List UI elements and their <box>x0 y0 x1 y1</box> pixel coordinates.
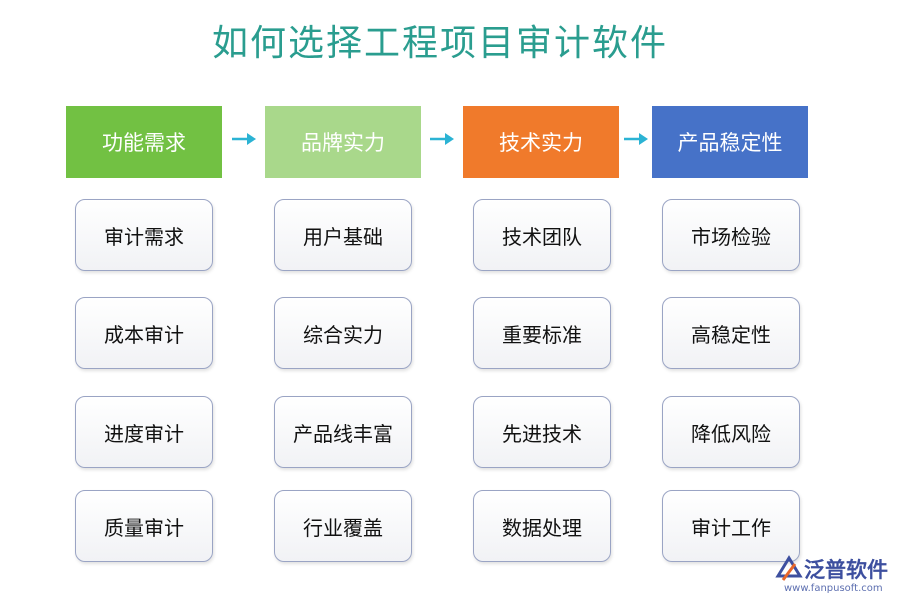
logo-url: www.fanpusoft.com <box>784 583 883 594</box>
header-product-stability: 产品稳定性 <box>652 106 808 178</box>
arrow-right-icon <box>624 133 648 145</box>
item-audit-work: 审计工作 <box>662 490 800 562</box>
item-rich-product-line: 产品线丰富 <box>274 396 412 468</box>
item-key-standards: 重要标准 <box>473 297 611 369</box>
item-tech-team: 技术团队 <box>473 199 611 271</box>
header-tech-strength: 技术实力 <box>463 106 619 178</box>
arrow-right-icon <box>232 133 256 145</box>
item-overall-strength: 综合实力 <box>274 297 412 369</box>
item-schedule-audit: 进度审计 <box>75 396 213 468</box>
item-user-base: 用户基础 <box>274 199 412 271</box>
page-title: 如何选择工程项目审计软件 <box>211 23 668 64</box>
item-high-stability: 高稳定性 <box>662 297 800 369</box>
fanpu-logo-icon <box>775 555 803 581</box>
brand-logo: 泛普软件 www.fanpusoft.com <box>760 552 896 598</box>
item-lower-risk: 降低风险 <box>662 396 800 468</box>
item-advanced-tech: 先进技术 <box>473 396 611 468</box>
item-cost-audit: 成本审计 <box>75 297 213 369</box>
item-quality-audit: 质量审计 <box>75 490 213 562</box>
item-industry-coverage: 行业覆盖 <box>274 490 412 562</box>
logo-name: 泛普软件 <box>804 558 888 582</box>
item-audit-needs: 审计需求 <box>75 199 213 271</box>
arrow-right-icon <box>430 133 454 145</box>
item-market-tested: 市场检验 <box>662 199 800 271</box>
header-function-needs: 功能需求 <box>66 106 222 178</box>
header-brand-strength: 品牌实力 <box>265 106 421 178</box>
item-data-processing: 数据处理 <box>473 490 611 562</box>
